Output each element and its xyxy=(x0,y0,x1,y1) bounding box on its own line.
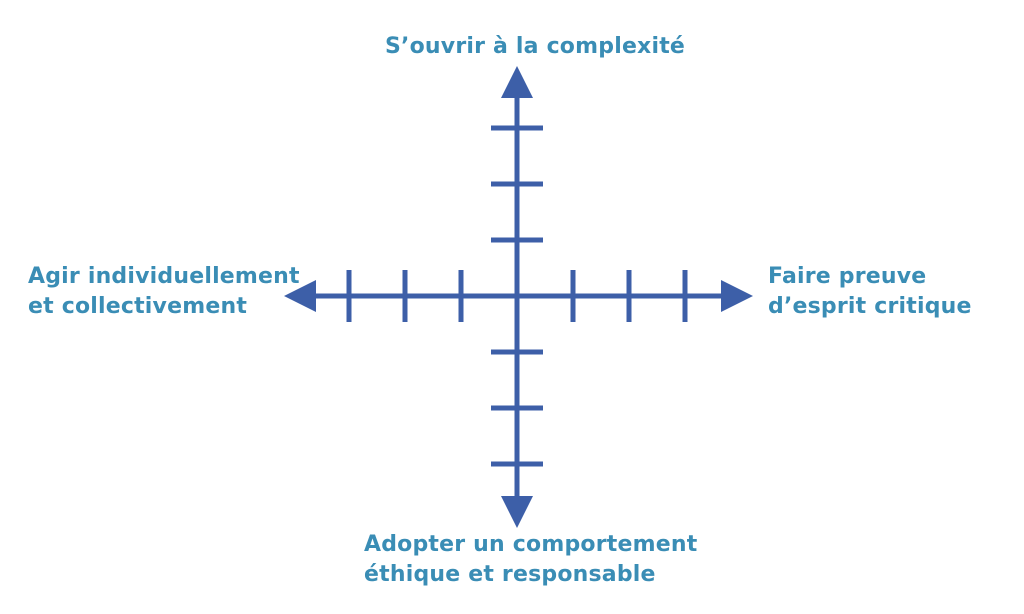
label-left: Agir individuellement et collectivement xyxy=(28,262,300,322)
label-bottom-line-2: éthique et responsable xyxy=(364,562,656,587)
label-left-line-1: Agir individuellement xyxy=(28,264,300,289)
label-bottom: Adopter un comportement éthique et respo… xyxy=(364,530,697,590)
label-right-line-2: d’esprit critique xyxy=(768,294,972,319)
label-left-line-2: et collectivement xyxy=(28,294,248,319)
arrow-up-icon xyxy=(501,66,533,98)
label-bottom-line-1: Adopter un comportement xyxy=(364,532,698,557)
label-top-line: S’ouvrir à la complexité xyxy=(385,34,686,59)
arrow-left-icon xyxy=(284,280,316,312)
arrow-right-icon xyxy=(721,280,753,312)
label-right-line-1: Faire preuve xyxy=(768,264,927,289)
label-right: Faire preuve d’esprit critique xyxy=(768,262,972,322)
arrow-down-icon xyxy=(501,496,533,528)
label-top: S’ouvrir à la complexité xyxy=(385,32,685,62)
